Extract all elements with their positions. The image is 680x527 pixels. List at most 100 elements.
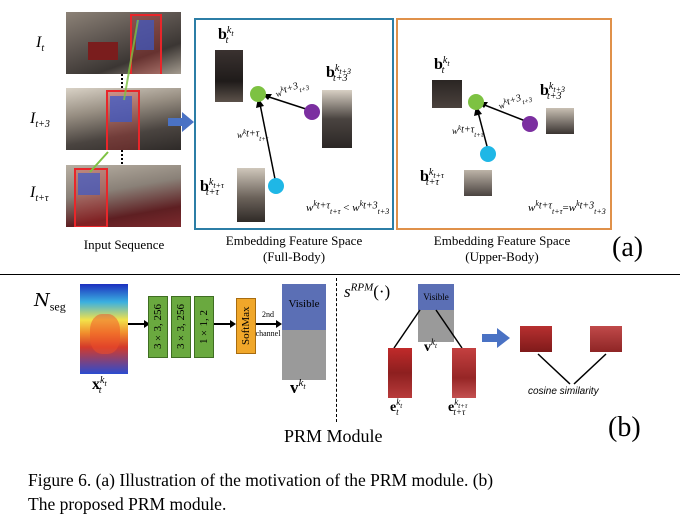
upperbody-b-t-label: bktt	[434, 54, 450, 77]
crop-e-ttau	[452, 348, 476, 398]
fullbody-title: Embedding Feature Space (Full-Body)	[194, 233, 394, 265]
visible-label-small: Visible	[423, 292, 449, 302]
fullbody-crop-t	[215, 50, 243, 102]
conv-block-label: 1×1, 2	[198, 310, 210, 344]
panel-a-tag: (a)	[612, 232, 644, 263]
b-base: b	[218, 26, 227, 43]
module-label: PRM Module	[284, 426, 383, 446]
e-base: e	[448, 400, 455, 415]
relation-symbol: =	[562, 202, 569, 214]
flow-arrow-icon	[168, 112, 194, 132]
x-base: x	[92, 376, 100, 393]
upperbody-title-line1: Embedding Feature Space	[433, 233, 571, 248]
fullbody-w-ttau-label: wkt+τt+τ	[237, 128, 269, 143]
visible-segment	[282, 284, 326, 330]
invisible-segment	[282, 330, 326, 380]
crop-upper-ttau	[590, 326, 622, 352]
module-divider	[336, 278, 337, 422]
b-base: b	[420, 168, 429, 185]
panel-a: It It+3 It+τ Input Sequence	[30, 12, 644, 265]
fullbody-b-t3-label: bkt+3t+3	[326, 62, 351, 85]
caption-line1: Figure 6. (a) Illustration of the motiva…	[28, 470, 494, 490]
b-base: b	[326, 64, 335, 81]
visibility-bar: Visible	[282, 284, 326, 380]
visible-label: Visible	[288, 298, 320, 310]
upperbody-title: Embedding Feature Space (Upper-Body)	[396, 233, 608, 265]
frame-label-sub: t	[41, 43, 45, 55]
upperbody-b-ttau-label: bkt+τt+τ	[420, 166, 444, 189]
figure-caption: Figure 6. (a) Illustration of the motiva…	[28, 468, 668, 516]
v-base: v	[424, 340, 431, 355]
fullbody-b-ttau-label: bkt+τt+τ	[200, 176, 224, 199]
e-t-label: ektt	[390, 397, 403, 417]
crop-upper-t	[520, 326, 552, 352]
srpm-symbol: s	[344, 282, 351, 301]
panel-separator	[0, 274, 680, 275]
fullbody-b-t-label: bktt	[218, 24, 234, 47]
fullbody-title-line2: (Full-Body)	[262, 249, 326, 264]
conv-block-2: 3×3, 256	[171, 296, 191, 358]
heatmap-input	[80, 284, 128, 374]
softmax-block: SoftMax	[236, 298, 256, 354]
visibility-bar-small: Visible	[418, 284, 454, 342]
caption-line2: The proposed PRM module.	[28, 494, 227, 514]
frame-label-sub: t+τ	[35, 193, 49, 205]
upperbody-crop-t3	[546, 108, 574, 134]
nseg-symbol: N	[34, 290, 50, 311]
nseg-subscript: seg	[49, 299, 66, 314]
e-base: e	[390, 400, 397, 415]
srpm-lines	[393, 309, 463, 349]
panel-b-tag: (b)	[608, 412, 641, 443]
relation-symbol: <	[343, 202, 350, 214]
v-label-small: vkt	[424, 337, 437, 355]
pipeline-arrows	[128, 320, 282, 328]
panel-b: Nseg xktt 3×3, 256 3×3, 256 1×1, 2 SoftM…	[0, 276, 680, 456]
upperbody-title-line2: (Upper-Body)	[465, 249, 539, 264]
frame-label-sub: t+3	[35, 119, 50, 131]
e-ttau-label: ekt+τt+τ	[448, 397, 468, 417]
input-frame-t	[66, 12, 181, 74]
b-base: b	[434, 56, 443, 73]
upperbody-b-t3-label: bkt+3t+3	[540, 80, 565, 103]
cosine-lines	[537, 353, 607, 385]
fullbody-title-line1: Embedding Feature Space	[225, 233, 363, 248]
upperbody-equality: wkt+τt+τ=wkt+3t+3	[528, 199, 606, 217]
cosine-similarity-label: cosine similarity	[528, 386, 599, 397]
v-base: v	[290, 378, 299, 397]
srpm-label: sRPM(·)	[344, 282, 390, 302]
conv-block-1: 3×3, 256	[148, 296, 168, 358]
v-label: vkt	[290, 377, 306, 397]
flow-arrow-icon-b	[482, 328, 510, 348]
fullbody-embedding-box	[194, 18, 394, 230]
nseg-label: Nseg	[34, 290, 66, 314]
upperbody-w-ttau-label: wkt+τt+τ	[452, 124, 484, 139]
fullbody-inequality: wkt+τt+τ < wkt+3t+3	[306, 199, 390, 217]
fullbody-crop-ttau	[237, 168, 265, 222]
input-frame-ttau	[66, 165, 181, 227]
upperbody-crop-t	[432, 80, 462, 108]
srpm-arg: (·)	[373, 282, 391, 301]
invisible-segment-small	[418, 310, 454, 342]
channel-note: 2nd channel	[254, 310, 282, 338]
upperbody-graph	[468, 94, 538, 162]
channel-note-line2: channel	[255, 329, 281, 338]
x-label: xktt	[92, 374, 107, 397]
frame-connectors	[89, 19, 139, 173]
fullbody-crop-t3	[322, 90, 352, 148]
upperbody-crop-ttau	[464, 170, 492, 196]
upperbody-embedding-box	[396, 18, 612, 230]
crop-e-t	[388, 348, 412, 398]
frame-label-t3: It+3	[30, 110, 50, 131]
channel-note-line1: 2nd	[262, 310, 274, 319]
b-base: b	[540, 82, 549, 99]
srpm-sup: RPM	[350, 281, 374, 294]
frame-label-t: It	[36, 34, 45, 55]
visible-segment-small	[418, 284, 454, 310]
input-sequence-caption: Input Sequence	[83, 237, 165, 252]
frame-label-base: I	[36, 34, 42, 51]
softmax-label: SoftMax	[240, 306, 252, 346]
frame-label-base: I	[30, 110, 36, 127]
conv-block-label: 3×3, 256	[152, 304, 164, 350]
frame-label-ttau: It+τ	[30, 184, 49, 205]
conv-block-3: 1×1, 2	[194, 296, 214, 358]
